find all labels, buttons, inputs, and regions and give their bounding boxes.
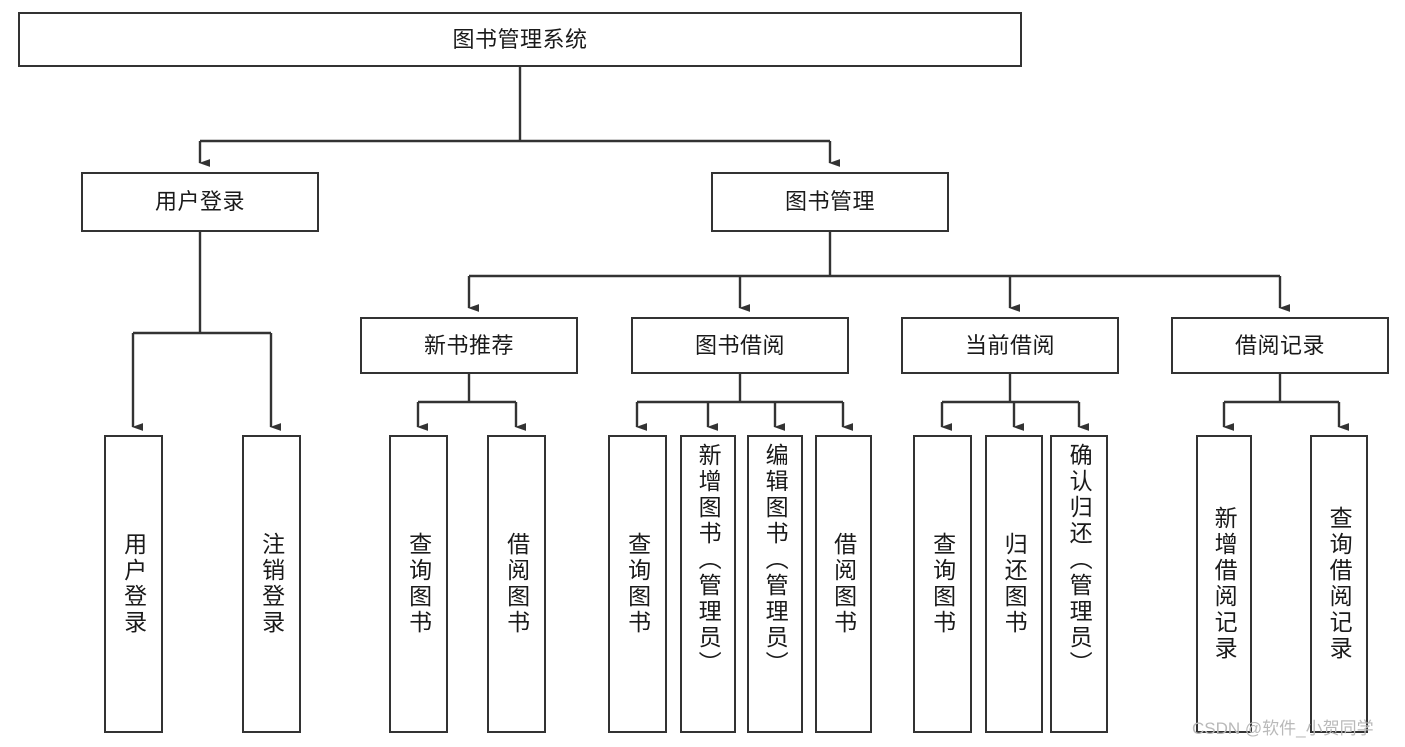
node-leaf-user-login-label: 用户登录 (120, 532, 147, 636)
node-leaf-borrow-book-1[interactable]: 借阅图书 (487, 435, 546, 733)
node-leaf-confirm-return[interactable]: 确认归还（管理员） (1050, 435, 1108, 733)
node-leaf-query-book-3-label: 查询图书 (929, 532, 956, 636)
node-new-book-recommend-label: 新书推荐 (423, 332, 514, 358)
node-leaf-return-book-label: 归还图书 (1001, 532, 1028, 636)
node-borrow-record-label: 借阅记录 (1234, 332, 1325, 358)
node-leaf-user-logout[interactable]: 注销登录 (242, 435, 301, 733)
node-root[interactable]: 图书管理系统 (18, 12, 1022, 67)
node-new-book-recommend[interactable]: 新书推荐 (360, 317, 578, 374)
node-book-borrow[interactable]: 图书借阅 (631, 317, 849, 374)
node-leaf-user-login[interactable]: 用户登录 (104, 435, 163, 733)
node-user-login-label: 用户登录 (154, 189, 245, 215)
node-leaf-add-book[interactable]: 新增图书（管理员） (680, 435, 736, 733)
node-leaf-borrow-book-1-label: 借阅图书 (503, 532, 530, 636)
node-borrow-record[interactable]: 借阅记录 (1171, 317, 1389, 374)
node-leaf-confirm-return-label: 确认归还（管理员） (1066, 443, 1093, 677)
node-root-label: 图书管理系统 (452, 26, 588, 52)
watermark: CSDN @软件_小贺同学 (1192, 719, 1374, 738)
node-leaf-query-record-label: 查询借阅记录 (1326, 506, 1353, 662)
node-leaf-query-book-2[interactable]: 查询图书 (608, 435, 667, 733)
node-leaf-add-book-label: 新增图书（管理员） (695, 443, 722, 677)
node-leaf-add-record[interactable]: 新增借阅记录 (1196, 435, 1252, 733)
node-book-manage[interactable]: 图书管理 (711, 172, 949, 232)
node-leaf-user-logout-label: 注销登录 (258, 532, 285, 636)
node-leaf-edit-book[interactable]: 编辑图书（管理员） (747, 435, 803, 733)
node-leaf-add-record-label: 新增借阅记录 (1211, 506, 1238, 662)
node-leaf-query-book-3[interactable]: 查询图书 (913, 435, 972, 733)
node-user-login[interactable]: 用户登录 (81, 172, 319, 232)
node-book-borrow-label: 图书借阅 (694, 332, 785, 358)
node-leaf-query-book-1[interactable]: 查询图书 (389, 435, 448, 733)
node-leaf-query-book-2-label: 查询图书 (624, 532, 651, 636)
node-leaf-query-book-1-label: 查询图书 (405, 532, 432, 636)
node-leaf-query-record[interactable]: 查询借阅记录 (1310, 435, 1368, 733)
node-current-borrow-label: 当前借阅 (964, 332, 1055, 358)
node-book-manage-label: 图书管理 (784, 189, 875, 215)
node-current-borrow[interactable]: 当前借阅 (901, 317, 1119, 374)
node-leaf-edit-book-label: 编辑图书（管理员） (762, 443, 789, 677)
node-leaf-borrow-book-2[interactable]: 借阅图书 (815, 435, 872, 733)
node-leaf-return-book[interactable]: 归还图书 (985, 435, 1043, 733)
node-leaf-borrow-book-2-label: 借阅图书 (830, 532, 857, 636)
